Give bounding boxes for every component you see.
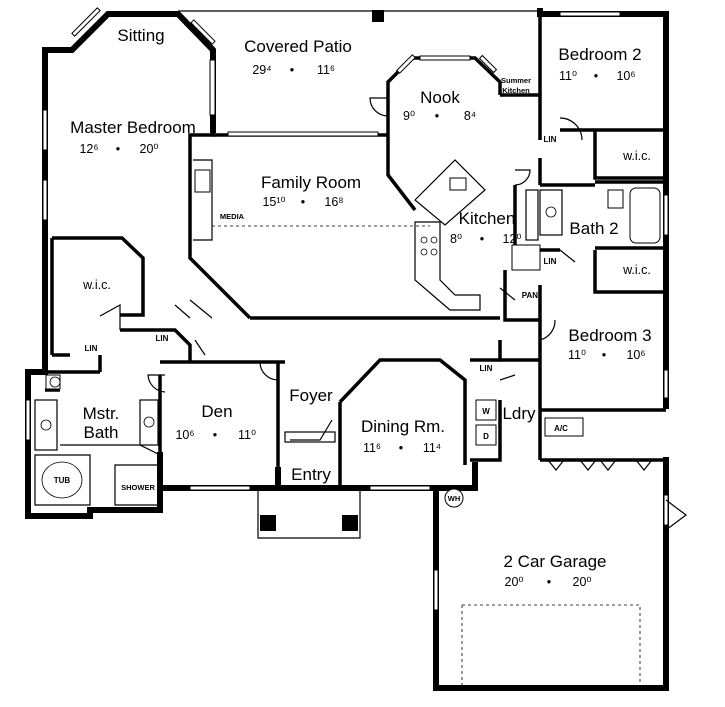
master-bedroom-label: Master Bedroom [70,118,196,137]
bedroom3-sep: • [602,348,606,362]
garage-label: 2 Car Garage [504,552,607,571]
kitchen-sep: • [480,232,484,246]
dining-sep: • [399,441,403,455]
bedroom2-width: 11⁰ [559,69,577,83]
master-bedroom-width: 12⁶ [79,142,98,156]
kitchen-width: 8⁰ [450,232,462,246]
lin-laundry-label: LIN [480,364,493,373]
tub-label: TUB [54,476,71,485]
family-room-width: 15¹⁰ [262,195,285,209]
foyer-label: Foyer [289,386,333,405]
covered-patio-depth: 11⁶ [317,63,335,77]
kitchen-depth: 12⁰ [503,232,522,246]
covered-patio-label: Covered Patio [244,37,352,56]
bedroom3-depth: 10⁶ [626,348,645,362]
family-room-label: Family Room [261,173,361,192]
windows [25,7,669,611]
kitchen-label: Kitchen [459,209,516,228]
fixture-tags: w.i.c. w.i.c. w.i.c. LIN LIN LIN LIN LIN… [54,135,651,503]
fixtures [34,10,661,688]
doors [99,97,687,531]
nook-label: Nook [420,88,460,107]
lin-bath2-label: LIN [544,257,557,266]
dining-depth: 11⁴ [423,441,441,455]
den-sep: • [213,428,217,442]
pantry-label: PAN. [522,291,541,300]
garage-depth: 20⁰ [573,575,592,589]
garage-sep: • [547,575,551,589]
wic-bed3-label: w.i.c. [622,263,651,277]
entry-label: Entry [291,465,331,484]
media-label: MEDIA [220,212,245,221]
den-width: 10⁶ [175,428,194,442]
den-label: Den [201,402,232,421]
sitting-label: Sitting [117,26,164,45]
wh-label: WH [448,494,461,503]
bedroom2-depth: 10⁶ [616,69,635,83]
ac-label: A/C [554,424,568,433]
master-bedroom-sep: • [116,142,120,156]
wic-bed2-label: w.i.c. [622,149,651,163]
covered-patio-sep: • [290,63,294,77]
dining-width: 11⁶ [363,441,381,455]
mstr-bath-label-line1: Mstr. [83,404,120,423]
lin-bed2-label: LIN [544,135,557,144]
room-labels: Sitting Covered Patio 29⁴ • 11⁶ Bedroom … [70,26,651,589]
lin-den-label: LIN [156,334,169,343]
bedroom2-sep: • [594,69,598,83]
summer-kitchen-label-line1: Summer [501,76,531,85]
wic-master-label: w.i.c. [82,278,111,292]
dining-label: Dining Rm. [361,417,445,436]
summer-kitchen-label-line2: Kitchen [502,86,530,95]
family-room-depth: 16⁸ [324,195,343,209]
bedroom3-label: Bedroom 3 [568,326,651,345]
bath2-label: Bath 2 [569,219,618,238]
master-bedroom-depth: 20⁰ [140,142,159,156]
nook-depth: 8⁴ [464,109,476,123]
den-depth: 11⁰ [238,428,256,442]
laundry-label: Ldry [502,404,536,423]
nook-sep: • [435,109,439,123]
bedroom3-width: 11⁰ [568,348,586,362]
bedroom2-label: Bedroom 2 [558,45,641,64]
covered-patio-width: 29⁴ [252,63,271,77]
nook-width: 9⁰ [403,109,415,123]
garage-width: 20⁰ [505,575,524,589]
mstr-bath-label-line2: Bath [84,423,119,442]
washer-label: W [482,407,490,416]
family-room-sep: • [301,195,305,209]
lin-master-label: LIN [85,344,98,353]
shower-label: SHOWER [121,483,155,492]
dryer-label: D [483,432,489,441]
